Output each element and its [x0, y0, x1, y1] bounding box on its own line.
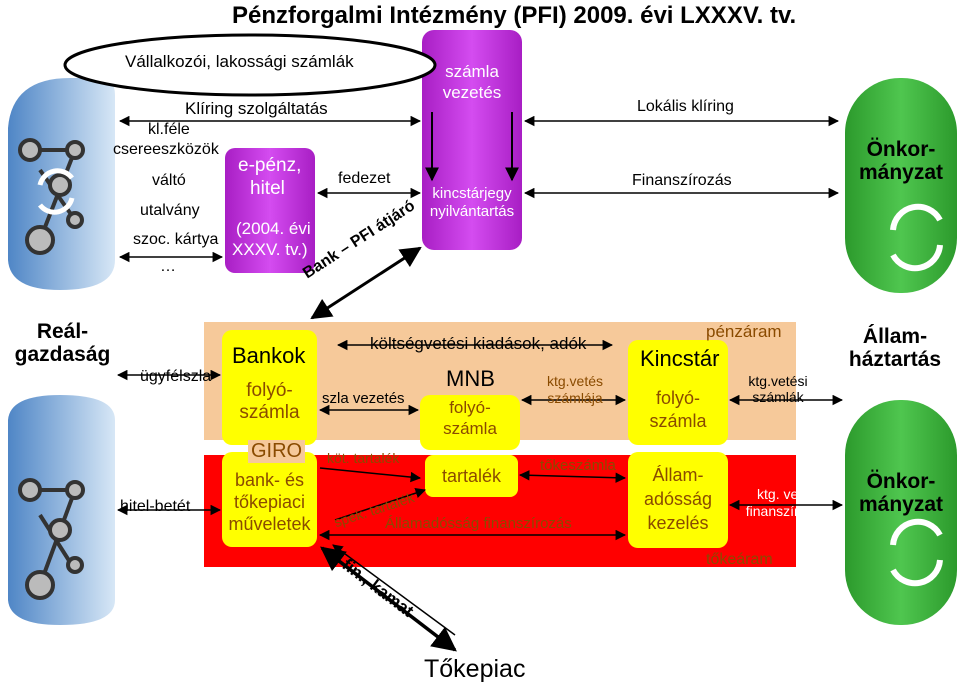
kot-tartalek-arrow [319, 467, 422, 483]
bankok-yellow-box [222, 330, 317, 445]
mnb-tartalek-box [425, 455, 518, 497]
fin-kamat-arrow [320, 546, 457, 652]
cycle-icon-right-bottom [890, 518, 943, 587]
tokearam-label: tőkeáram [706, 551, 773, 568]
hitel-betet-label: hitel-betét [120, 498, 191, 515]
mnb-folyo: folyó- [449, 398, 491, 417]
koltsegvetesi-label: költségvetési kiadások, adók [370, 334, 587, 353]
mnb-yellow-box [420, 395, 520, 450]
fin-kamat-arrow-2 [332, 544, 456, 636]
bankok-szamla: számla [239, 402, 300, 423]
top-oval-label: Vállalkozói, lakossági számlák [125, 52, 354, 71]
epenz-box [225, 148, 315, 273]
onkormanyzat-capsule-bottom [845, 400, 957, 625]
epenz-line1: e-pénz, [238, 155, 302, 176]
molecule-icon-bottom [18, 478, 85, 600]
kot-tartalek-label: köt. tartalék [327, 450, 400, 466]
ugyfelszla-label: ügyfélszla [140, 368, 212, 385]
allamadossag-label: Államadósság finanszírozás [385, 515, 572, 532]
left-column-bottom [8, 395, 115, 625]
center-szamla: számla [445, 62, 499, 81]
center-kincstarjegy: kincstárjegy [432, 185, 512, 202]
kliring-szolgaltatas-label: Klíring szolgáltatás [185, 99, 328, 118]
penzaram-label: pénzáram [706, 322, 782, 341]
left-item-utalvany: utalvány [140, 202, 200, 219]
epenz-line3: (2004. évi [236, 219, 311, 238]
mnb-szamla: számla [443, 419, 497, 438]
cycle-icon-left-top [37, 168, 75, 215]
onkormanyzat-capsule [845, 78, 957, 293]
kincstar-adossag: adósság [643, 489, 713, 509]
ktg-vetesi-label: ktg.vetési [748, 373, 808, 389]
bankok-ops2: tőkepiaci [233, 492, 306, 512]
allamhaztartas-label: Állam-háztartás [848, 325, 942, 372]
center-purple-box [422, 30, 522, 250]
onkormanyzat-label: Önkor-mányzat [858, 138, 944, 185]
ktg-fin-label-2: finanszírozás [745, 503, 829, 519]
bankok-ops1: bank- és [234, 470, 305, 490]
spek-tartalek-arrow [334, 488, 426, 521]
center-nyilvantartas: nyilvántartás [429, 203, 515, 220]
mnb-tartalek: tartalék [441, 466, 502, 486]
ktg-szamlaja-label: számlája [547, 390, 603, 406]
kincstar-folyo: folyó- [655, 388, 700, 408]
kincstar-allam-box [628, 452, 728, 548]
ktg-vetes-label: ktg.vetés [546, 373, 604, 389]
tokepiac-label: Tőkepiac [424, 655, 526, 683]
cycle-icon-right-top [890, 203, 943, 272]
kincstar-allam: Állam- [652, 465, 704, 485]
realgazdasag-label: Reál-gazdaság [14, 320, 111, 367]
page-title: Pénzforgalmi Intézmény (PFI) 2009. évi L… [232, 2, 797, 29]
giro-label: GIRO [248, 440, 306, 463]
center-vezetes: vezetés [442, 83, 502, 102]
lokalis-kliring-label: Lokális klíring [637, 98, 734, 115]
szla-vezetes-label: szla vezetés [322, 390, 405, 407]
bankok-ops3: műveletek [228, 514, 311, 534]
left-item-szoc-kartya: szoc. kártya [133, 231, 219, 248]
mnb-title: MNB [446, 366, 495, 391]
top-oval [63, 33, 437, 97]
kincstar-title: Kincstár [640, 346, 720, 371]
fedezet-label: fedezet [338, 170, 391, 187]
bankok-folyo: folyó- [246, 380, 293, 401]
left-item-csereeszkozok: csereeszközök [113, 141, 219, 158]
kincstar-kezeles: kezelés [647, 513, 709, 533]
tokeszamla-arrow [518, 470, 627, 483]
epenz-line2: hitel [250, 178, 285, 199]
finanszirozas-label: Finanszírozás [632, 172, 732, 189]
bankok-title: Bankok [232, 343, 306, 368]
left-item-ellipsis: … [160, 258, 176, 275]
epenz-line4: XXXV. tv.) [232, 240, 308, 259]
molecule-icon-top [18, 138, 85, 255]
ktg-fin-label-1: ktg. vetés [757, 486, 817, 502]
bankok-ops-box [222, 452, 317, 547]
onkormanyzat-bottom-label: Önkor-mányzat [858, 470, 944, 517]
ktg-szamlak-label: számlák [752, 389, 804, 405]
kincstar-szamla: számla [649, 411, 707, 431]
left-item-valto: váltó [152, 172, 186, 189]
left-item-klfele: kl.féle [148, 121, 190, 138]
kincstar-yellow-box [628, 340, 728, 445]
bank-pfi-arrow [310, 246, 422, 320]
tokeszamla-label: tőkeszámla [540, 457, 616, 474]
